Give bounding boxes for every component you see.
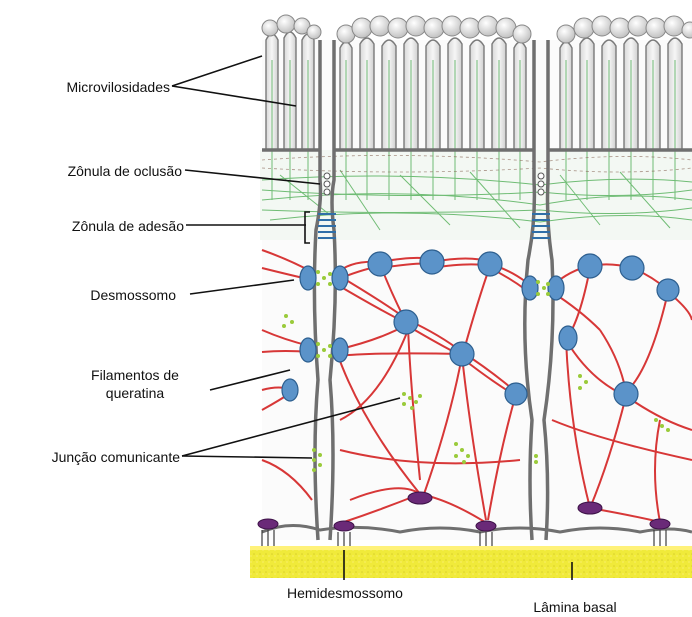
basal-lamina: [250, 546, 692, 578]
label-keratin-line2: queratina: [70, 384, 200, 402]
label-gap-junction: Junção comunicante: [2, 448, 180, 466]
label-keratin-line1: Filamentos de: [70, 366, 200, 384]
label-basal-lamina: Lâmina basal: [500, 598, 650, 616]
basal-lamina-top-edge: [250, 546, 692, 550]
label-microvilli: Microvilosidades: [10, 78, 170, 96]
label-adherens-junction: Zônula de adesão: [10, 217, 184, 235]
label-tight-junction: Zônula de oclusão: [10, 162, 182, 180]
label-desmosome: Desmossomo: [10, 286, 176, 304]
leader-microvilli-a: [172, 56, 262, 86]
label-hemidesmosome: Hemidesmossomo: [260, 584, 430, 602]
